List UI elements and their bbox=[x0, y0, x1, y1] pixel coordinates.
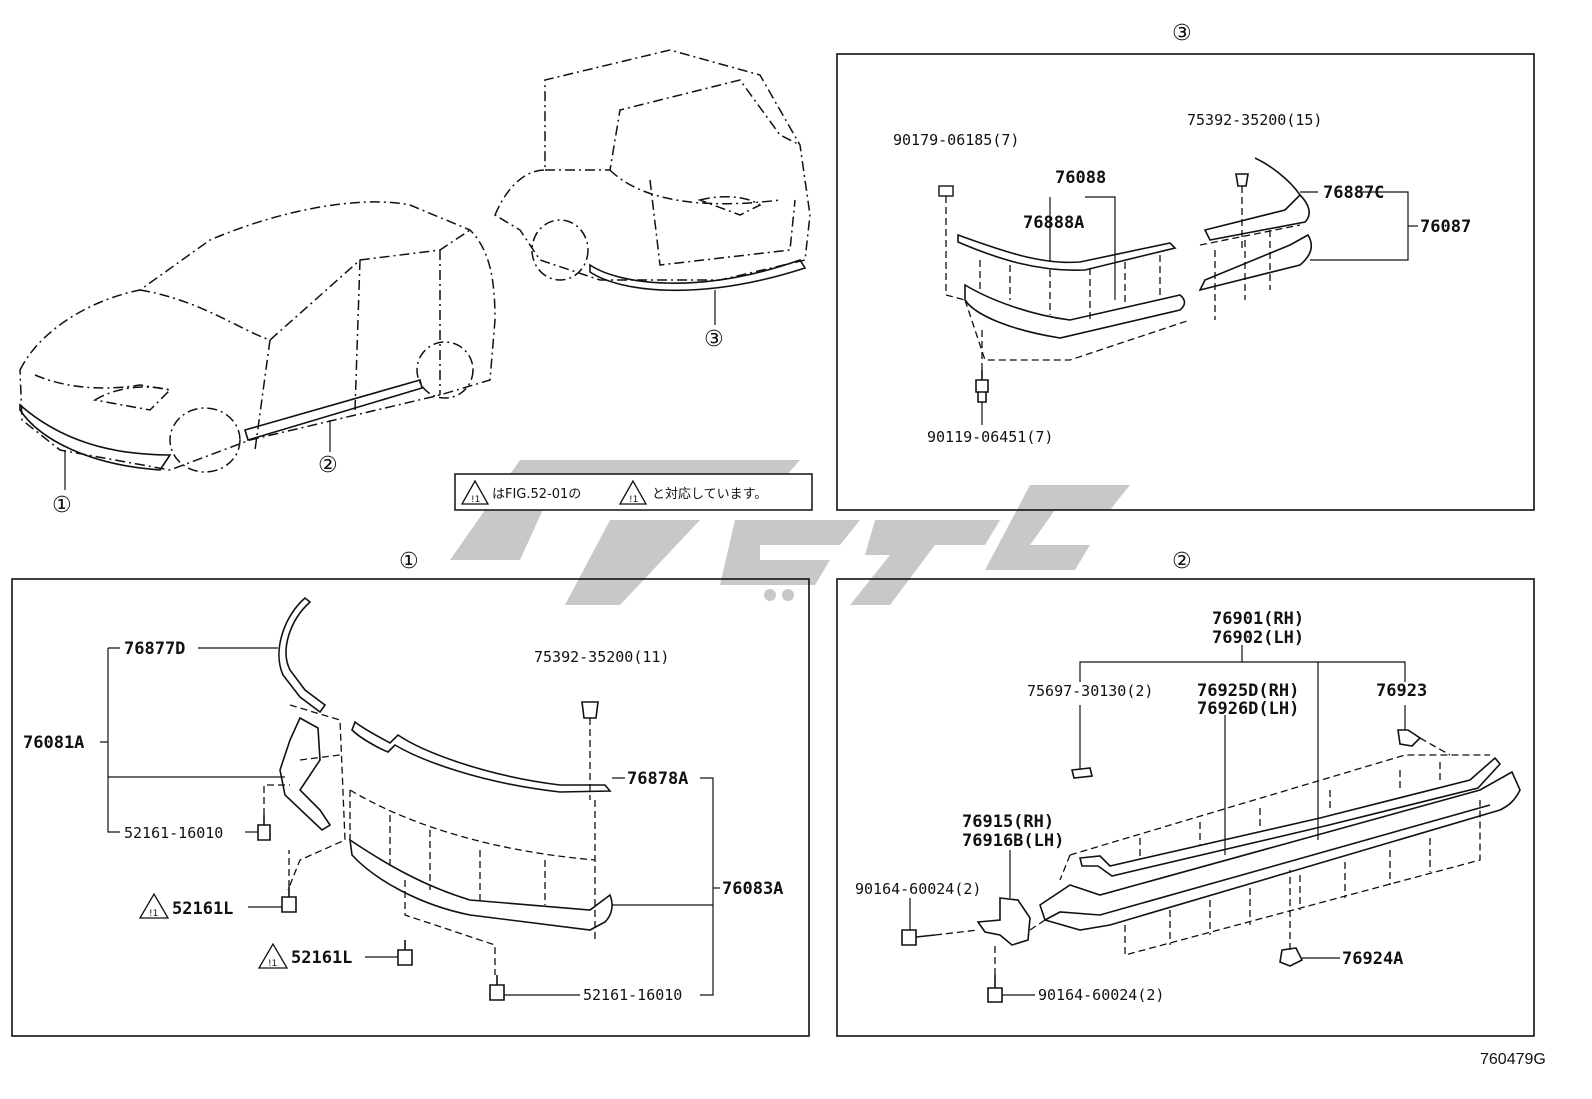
panel-rear-leaders bbox=[981, 191, 1418, 425]
warning-triangle-icon bbox=[460, 479, 490, 505]
panel-rear bbox=[836, 53, 1535, 511]
panel-front bbox=[11, 578, 810, 1037]
label-76923: 76923 bbox=[1376, 681, 1427, 701]
label-76926D-lh: 76926D(LH) bbox=[1197, 699, 1299, 719]
note-box: !1 はFIG.52-01の !1 と対応しています。 bbox=[454, 473, 813, 511]
panel-side-leaders bbox=[909, 645, 1406, 996]
warning-triangle-icon bbox=[138, 892, 170, 919]
clip-icon bbox=[1397, 729, 1422, 747]
panel-rear-ref: ③ bbox=[1172, 21, 1192, 46]
screw-icon bbox=[987, 975, 1003, 1003]
label-52161L-b: 52161L bbox=[291, 948, 352, 968]
label-52161-16010-a: 52161-16010 bbox=[124, 824, 223, 842]
clip-icon bbox=[1279, 947, 1304, 967]
push-rivet-icon bbox=[257, 815, 271, 841]
panel-side bbox=[836, 578, 1535, 1037]
warning-triangle-icon bbox=[618, 479, 648, 505]
panel-side-ref: ② bbox=[1172, 549, 1192, 574]
label-76887C: 76887C bbox=[1323, 183, 1384, 203]
label-90179-06185: 90179-06185(7) bbox=[893, 131, 1019, 149]
pad-icon bbox=[1071, 767, 1093, 779]
push-rivet-icon bbox=[281, 887, 297, 913]
panel-rear-parts bbox=[938, 157, 1313, 403]
clip-icon bbox=[1235, 173, 1249, 187]
push-rivet-icon bbox=[489, 975, 505, 1001]
label-75392-35200-15: 75392-35200(15) bbox=[1187, 111, 1322, 129]
note-mark-1: !1 bbox=[471, 495, 480, 505]
push-rivet-icon bbox=[397, 940, 413, 966]
bolt-icon bbox=[975, 370, 989, 403]
label-75392-35200-11: 75392-35200(11) bbox=[534, 648, 669, 666]
label-76083A: 76083A bbox=[722, 879, 783, 899]
label-76916B-lh: 76916B(LH) bbox=[962, 831, 1064, 851]
label-90119-06451: 90119-06451(7) bbox=[927, 428, 1053, 446]
overview-ref-side: ② bbox=[318, 453, 338, 478]
note-prefix: はFIG.52-01の bbox=[492, 487, 581, 502]
panel-front-ref: ① bbox=[399, 549, 419, 574]
car-overview-front bbox=[19, 201, 496, 490]
bracket-icon bbox=[976, 897, 1031, 946]
label-52161-16010-b: 52161-16010 bbox=[583, 986, 682, 1004]
overview-ref-rear: ③ bbox=[704, 327, 724, 352]
screw-icon bbox=[901, 929, 936, 946]
label-76915-rh: 76915(RH) bbox=[962, 812, 1054, 832]
panel-side-parts bbox=[901, 729, 1521, 1003]
label-76925D-rh: 76925D(RH) bbox=[1197, 681, 1299, 701]
warning-triangle-icon bbox=[257, 942, 289, 969]
warning-mark: !1 bbox=[268, 959, 277, 969]
label-76087: 76087 bbox=[1420, 217, 1471, 237]
warning-mark: !1 bbox=[149, 909, 158, 919]
label-76878A: 76878A bbox=[627, 769, 688, 789]
note-suffix: と対応しています。 bbox=[652, 487, 767, 502]
label-76901-rh: 76901(RH) bbox=[1212, 609, 1304, 629]
note-mark-2: !1 bbox=[629, 495, 638, 505]
label-76877D: 76877D bbox=[124, 639, 185, 659]
label-76888A: 76888A bbox=[1023, 213, 1084, 233]
label-76088: 76088 bbox=[1055, 168, 1106, 188]
label-90164-60024-b: 90164-60024(2) bbox=[1038, 986, 1164, 1004]
car-overview-rear bbox=[494, 49, 811, 325]
diagram-id: 760479G bbox=[1480, 1051, 1546, 1068]
label-76902-lh: 76902(LH) bbox=[1212, 628, 1304, 648]
label-76924A: 76924A bbox=[1342, 949, 1403, 969]
overview-ref-front: ① bbox=[52, 493, 72, 518]
nut-clip-icon bbox=[938, 185, 954, 197]
panel-front-parts bbox=[257, 596, 613, 1001]
label-76081A: 76081A bbox=[23, 733, 84, 753]
label-90164-60024-a: 90164-60024(2) bbox=[855, 880, 981, 898]
panel-front-leaders bbox=[100, 647, 720, 996]
label-52161L-a: 52161L bbox=[172, 899, 233, 919]
clip-icon bbox=[581, 701, 599, 719]
label-75697-30130: 75697-30130(2) bbox=[1027, 682, 1153, 700]
